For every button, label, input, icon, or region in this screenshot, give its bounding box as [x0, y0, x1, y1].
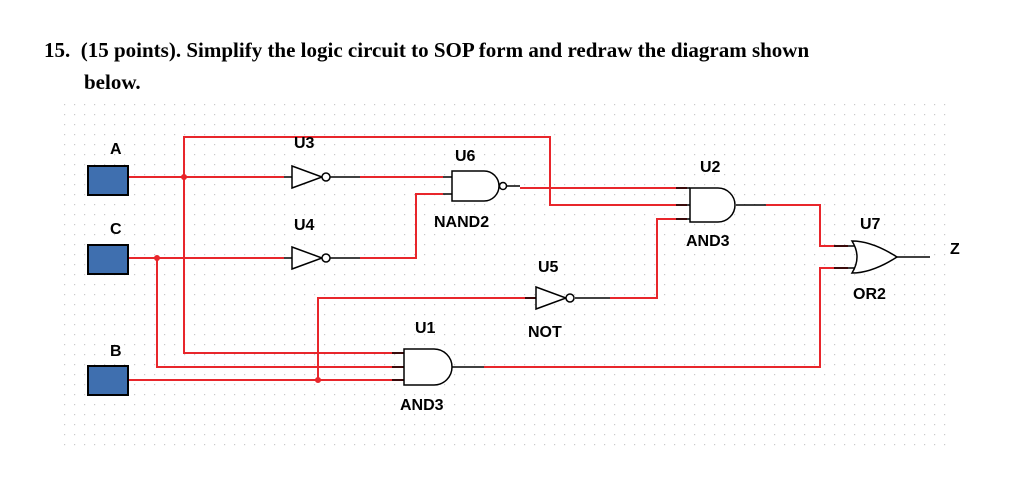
u5-ref-label: U5	[538, 259, 559, 276]
u7-type-label: OR2	[853, 286, 886, 303]
u7-ref-label: U7	[860, 216, 881, 233]
gate-u5-not[interactable]	[535, 285, 575, 311]
gate-u6-nand2[interactable]	[451, 170, 508, 202]
u5-type-label: NOT	[528, 324, 562, 341]
wire-c-branch-down	[156, 258, 406, 368]
u1-type-label: AND3	[400, 397, 444, 414]
u1-ref-label: U1	[415, 320, 436, 337]
output-z-label: Z	[950, 241, 960, 258]
input-c-block[interactable]	[87, 244, 129, 275]
question-line-2: below.	[84, 70, 141, 94]
u3-ref-label: U3	[294, 135, 315, 152]
wire-u4-to-u6	[360, 193, 443, 259]
gate-u3-inverter[interactable]	[291, 164, 331, 190]
junction-c	[154, 255, 160, 261]
u6-type-label: NAND2	[434, 214, 489, 231]
junction-b	[315, 377, 321, 383]
gate-u2-and3[interactable]	[689, 187, 736, 223]
gate-u7-or2[interactable]	[850, 240, 899, 274]
wire-b-to-u5	[317, 297, 536, 380]
gate-u4-inverter[interactable]	[291, 245, 331, 271]
input-c-label: C	[110, 221, 122, 238]
u6-ref-label: U6	[455, 148, 476, 165]
junctions	[154, 174, 321, 383]
question-text: 15. (15 points). Simplify the logic circ…	[44, 34, 1004, 98]
junction-a	[181, 174, 187, 180]
schematic-grid	[60, 100, 950, 452]
input-b-block[interactable]	[87, 365, 129, 396]
u4-ref-label: U4	[294, 217, 315, 234]
question-number: 15.	[44, 38, 71, 62]
input-a-block[interactable]	[87, 165, 129, 196]
input-a-label: A	[110, 141, 122, 158]
gate-u1-and3[interactable]	[403, 348, 453, 386]
u2-ref-label: U2	[700, 159, 721, 176]
input-b-label: B	[110, 343, 122, 360]
u2-type-label: AND3	[686, 233, 730, 250]
wire-a-branch-down	[183, 177, 406, 354]
gate-leads	[284, 176, 930, 381]
wire-a-branch-up	[183, 136, 687, 206]
wire-u5-to-u2	[610, 218, 687, 299]
question-line-1: (15 points). Simplify the logic circuit …	[80, 38, 810, 62]
